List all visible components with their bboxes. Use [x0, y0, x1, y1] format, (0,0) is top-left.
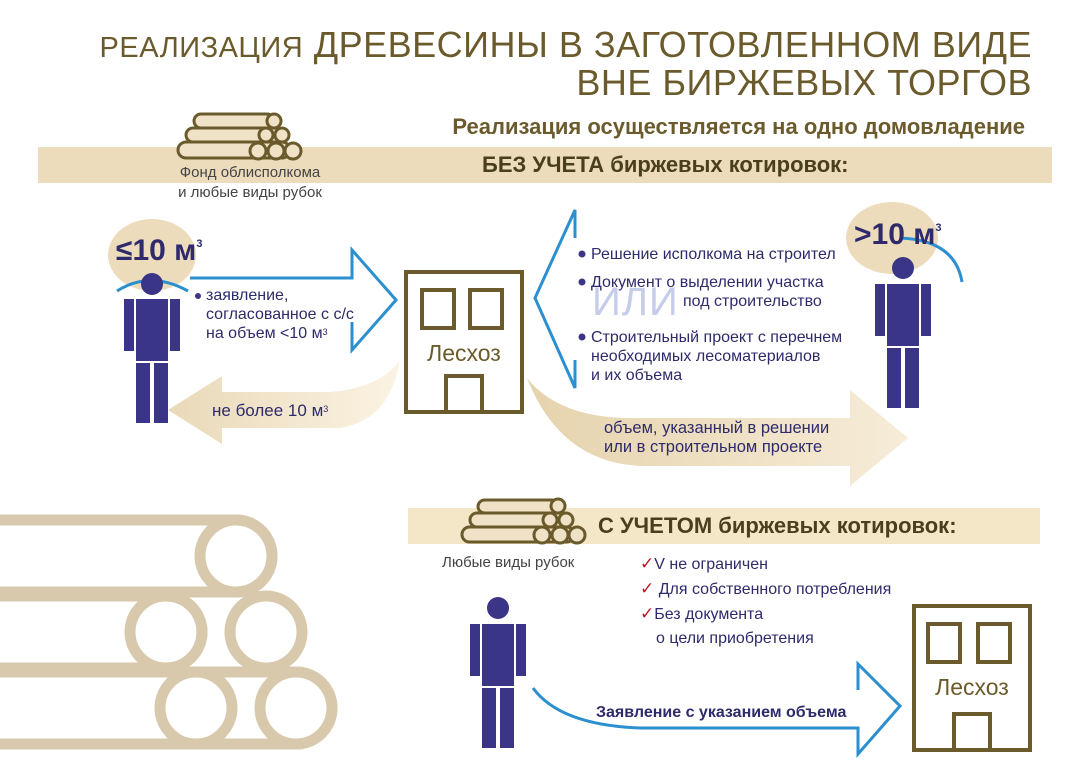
arrow-return-to-left-person [168, 360, 400, 444]
check-icon: ✓ [640, 554, 655, 573]
check-item-3-text: Без документа [654, 606, 764, 623]
right-blue-arc [899, 236, 964, 283]
check-item-1: ✓V не ограничен [640, 552, 891, 577]
check-item-2-text: Для собственного потребления [658, 581, 892, 598]
left-person-figure [124, 273, 180, 423]
arrow-documents-to-leskhoz [533, 209, 577, 389]
return-volume-text: не более 10 м3 [212, 401, 328, 420]
check-icon: ✓ [640, 579, 655, 598]
bullet-application [195, 293, 201, 299]
right-person-figure [875, 257, 931, 408]
leskhoz-building-bottom [912, 604, 1032, 752]
volume-text: объем, указанный в решении или в строите… [604, 419, 829, 457]
volume-line2: или в строительном проекте [604, 438, 823, 456]
application-sup: 3 [322, 327, 328, 337]
return-line: не более 10 м [212, 401, 324, 420]
right-person-bubble [846, 202, 938, 274]
check-item-2: ✓ Для собственного потребления [640, 577, 891, 602]
check-item-3-continued: о цели приобретения [656, 630, 814, 647]
left-person-bubble [108, 219, 196, 291]
logs-icon-top [176, 112, 303, 161]
page-title-small: РЕАЛИЗАЦИЯ [99, 32, 304, 64]
left-volume-sup: 3 [196, 238, 203, 250]
left-person-volume-label: ≤10 м3 [116, 234, 203, 268]
application-line2: согласованное с с/с [206, 306, 354, 323]
left-volume-text: ≤10 м [116, 234, 197, 267]
with-quotes-checklist: ✓V не ограничен ✓ Для собственного потре… [640, 552, 891, 651]
source-line1: Фонд облисполкома [179, 164, 321, 181]
leskhoz-label-top: Лесхоз [427, 340, 501, 366]
with-quotes-heading: С УЧЕТОМ биржевых котировок: [598, 513, 957, 538]
application-line3: на объем <10 м [206, 325, 323, 342]
return-sup: 3 [323, 404, 329, 414]
volume-line1: объем, указанный в решении [604, 419, 830, 437]
right-volume-sup: 3 [935, 222, 942, 234]
bullet-doc3 [578, 333, 586, 341]
or-label: ИЛИ [592, 280, 679, 324]
check-icon: ✓ [640, 604, 655, 623]
arrow-bottom-application [531, 660, 903, 758]
doc3-line2: необходимых лесоматериалов [591, 348, 821, 365]
doc3-text: Строительный проект с перечнем необходим… [591, 328, 871, 385]
bottom-person-figure [470, 597, 526, 748]
page-title-line2: ВНЕ БИРЖЕВЫХ ТОРГОВ [576, 62, 1032, 103]
doc2-line2: под строительство [683, 293, 822, 310]
check-item-1-text: V не ограничен [654, 556, 768, 573]
check-item-3: ✓Без документа [640, 602, 891, 627]
bullet-doc2 [578, 278, 586, 286]
leskhoz-building-top [404, 270, 524, 414]
page-title-line1: РЕАЛИЗАЦИЯ ДРЕВЕСИНЫ В ЗАГОТОВЛЕННОМ ВИД… [100, 24, 1032, 66]
doc1-text: Решение исполкома на строител [591, 246, 836, 263]
arrow-volume-to-right-person [527, 378, 908, 486]
doc2-text: Документ о выделении участка под строите… [591, 273, 861, 311]
bottom-arrow-label: Заявление с указанием объема [596, 704, 847, 721]
source-fund: Фонд облисполкома и любые виды рубок [150, 163, 350, 203]
arrow-application-to-leskhoz [190, 246, 398, 354]
doc3-line1: Строительный проект с перечнем [591, 329, 843, 346]
page-title-rest: ДРЕВЕСИНЫ В ЗАГОТОВЛЕННОМ ВИДЕ [313, 24, 1032, 65]
doc2-line1: Документ о выделении участка [591, 274, 824, 291]
source-line2: и любые виды рубок [178, 184, 322, 201]
page-subtitle: Реализация осуществляется на одно домовл… [452, 114, 1025, 139]
with-quotes-source: Любые виды рубок [442, 554, 575, 571]
doc3-line3: и их объема [591, 367, 683, 384]
decorative-logs [0, 514, 338, 750]
bullet-doc1 [578, 250, 586, 258]
logs-icon-bottom [460, 497, 587, 545]
application-text: заявление, согласованное с с/с на объем … [206, 286, 354, 343]
right-volume-text: >10 м [854, 218, 936, 251]
leskhoz-label-bottom: Лесхоз [935, 674, 1009, 700]
without-quotes-heading: БЕЗ УЧЕТА биржевых котировок: [482, 152, 849, 177]
right-person-volume-label: >10 м3 [854, 218, 942, 252]
application-line1: заявление, [206, 287, 289, 304]
